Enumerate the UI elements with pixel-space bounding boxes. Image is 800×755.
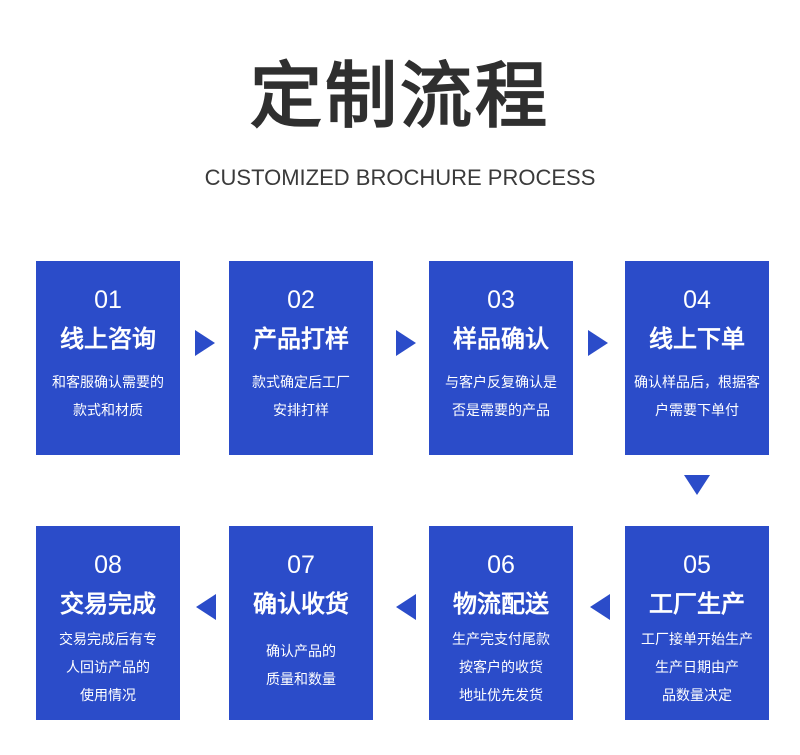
step-number: 06 [487, 551, 515, 579]
step-description-line: 地址优先发货 [459, 688, 543, 704]
step-number: 04 [683, 286, 711, 314]
step-card-06: 06 物流配送 生产完支付尾款 按客户的收货 地址优先发货 [429, 526, 573, 720]
arrow-right-icon [396, 330, 416, 356]
page-subtitle: CUSTOMIZED BROCHURE PROCESS [204, 165, 596, 190]
step-name: 确认收货 [253, 590, 349, 618]
step-name: 工厂生产 [649, 590, 745, 618]
step-card-02: 02 产品打样 款式确定后工厂 安排打样 [229, 261, 373, 455]
step-name: 样品确认 [453, 325, 549, 353]
arrow-left-icon [396, 594, 416, 620]
step-description-line: 品数量决定 [662, 688, 732, 704]
step-description-line: 生产完支付尾款 [452, 632, 550, 648]
step-description: 确认产品的 质量和数量 [229, 638, 373, 694]
step-card-03: 03 样品确认 与客户反复确认是 否是需要的产品 [429, 261, 573, 455]
step-description-line: 使用情况 [80, 688, 136, 704]
step-description-line: 工厂接单开始生产 [641, 632, 753, 648]
arrow-right-icon [195, 330, 215, 356]
step-description-line: 户需要下单付 [655, 403, 739, 419]
step-card-07: 07 确认收货 确认产品的 质量和数量 [229, 526, 373, 720]
step-card-05: 05 工厂生产 工厂接单开始生产 生产日期由产 品数量决定 [625, 526, 769, 720]
page-title: 定制流程 [249, 54, 550, 138]
step-description: 工厂接单开始生产 生产日期由产 品数量决定 [625, 626, 769, 710]
step-number: 07 [287, 551, 315, 579]
step-number: 08 [94, 551, 122, 579]
step-card-08: 08 交易完成 交易完成后有专 人回访产品的 使用情况 [36, 526, 180, 720]
step-description-line: 按客户的收货 [459, 660, 543, 676]
arrow-left-icon [196, 594, 216, 620]
step-description-line: 与客户反复确认是 [445, 375, 557, 391]
step-description: 和客服确认需要的 款式和材质 [36, 369, 180, 425]
step-description-line: 质量和数量 [266, 672, 336, 688]
step-description: 交易完成后有专 人回访产品的 使用情况 [36, 626, 180, 710]
step-card-04: 04 线上下单 确认样品后，根据客 户需要下单付 [625, 261, 769, 455]
step-number: 02 [287, 286, 315, 314]
step-description-line: 交易完成后有专 [59, 632, 157, 648]
step-card-01: 01 线上咨询 和客服确认需要的 款式和材质 [36, 261, 180, 455]
step-name: 物流配送 [453, 590, 549, 618]
step-description: 款式确定后工厂 安排打样 [229, 369, 373, 425]
step-description-line: 款式和材质 [73, 403, 143, 419]
step-number: 01 [94, 286, 122, 314]
step-description: 生产完支付尾款 按客户的收货 地址优先发货 [429, 626, 573, 710]
step-name: 线上下单 [649, 325, 745, 353]
arrow-left-icon [590, 594, 610, 620]
step-description-line: 和客服确认需要的 [52, 375, 164, 391]
step-description: 确认样品后，根据客 户需要下单付 [625, 369, 769, 425]
step-description-line: 款式确定后工厂 [252, 375, 350, 391]
step-description-line: 人回访产品的 [66, 660, 150, 676]
step-description-line: 确认样品后，根据客 [634, 375, 760, 391]
step-number: 05 [683, 551, 711, 579]
step-description: 与客户反复确认是 否是需要的产品 [429, 369, 573, 425]
step-number: 03 [487, 286, 515, 314]
step-description-line: 安排打样 [273, 403, 329, 419]
step-name: 产品打样 [253, 325, 349, 353]
step-name: 交易完成 [60, 590, 156, 618]
arrow-down-icon [684, 475, 710, 495]
step-description-line: 确认产品的 [266, 644, 336, 660]
arrow-right-icon [588, 330, 608, 356]
step-description-line: 否是需要的产品 [452, 403, 550, 419]
step-name: 线上咨询 [60, 325, 156, 353]
step-description-line: 生产日期由产 [655, 660, 739, 676]
